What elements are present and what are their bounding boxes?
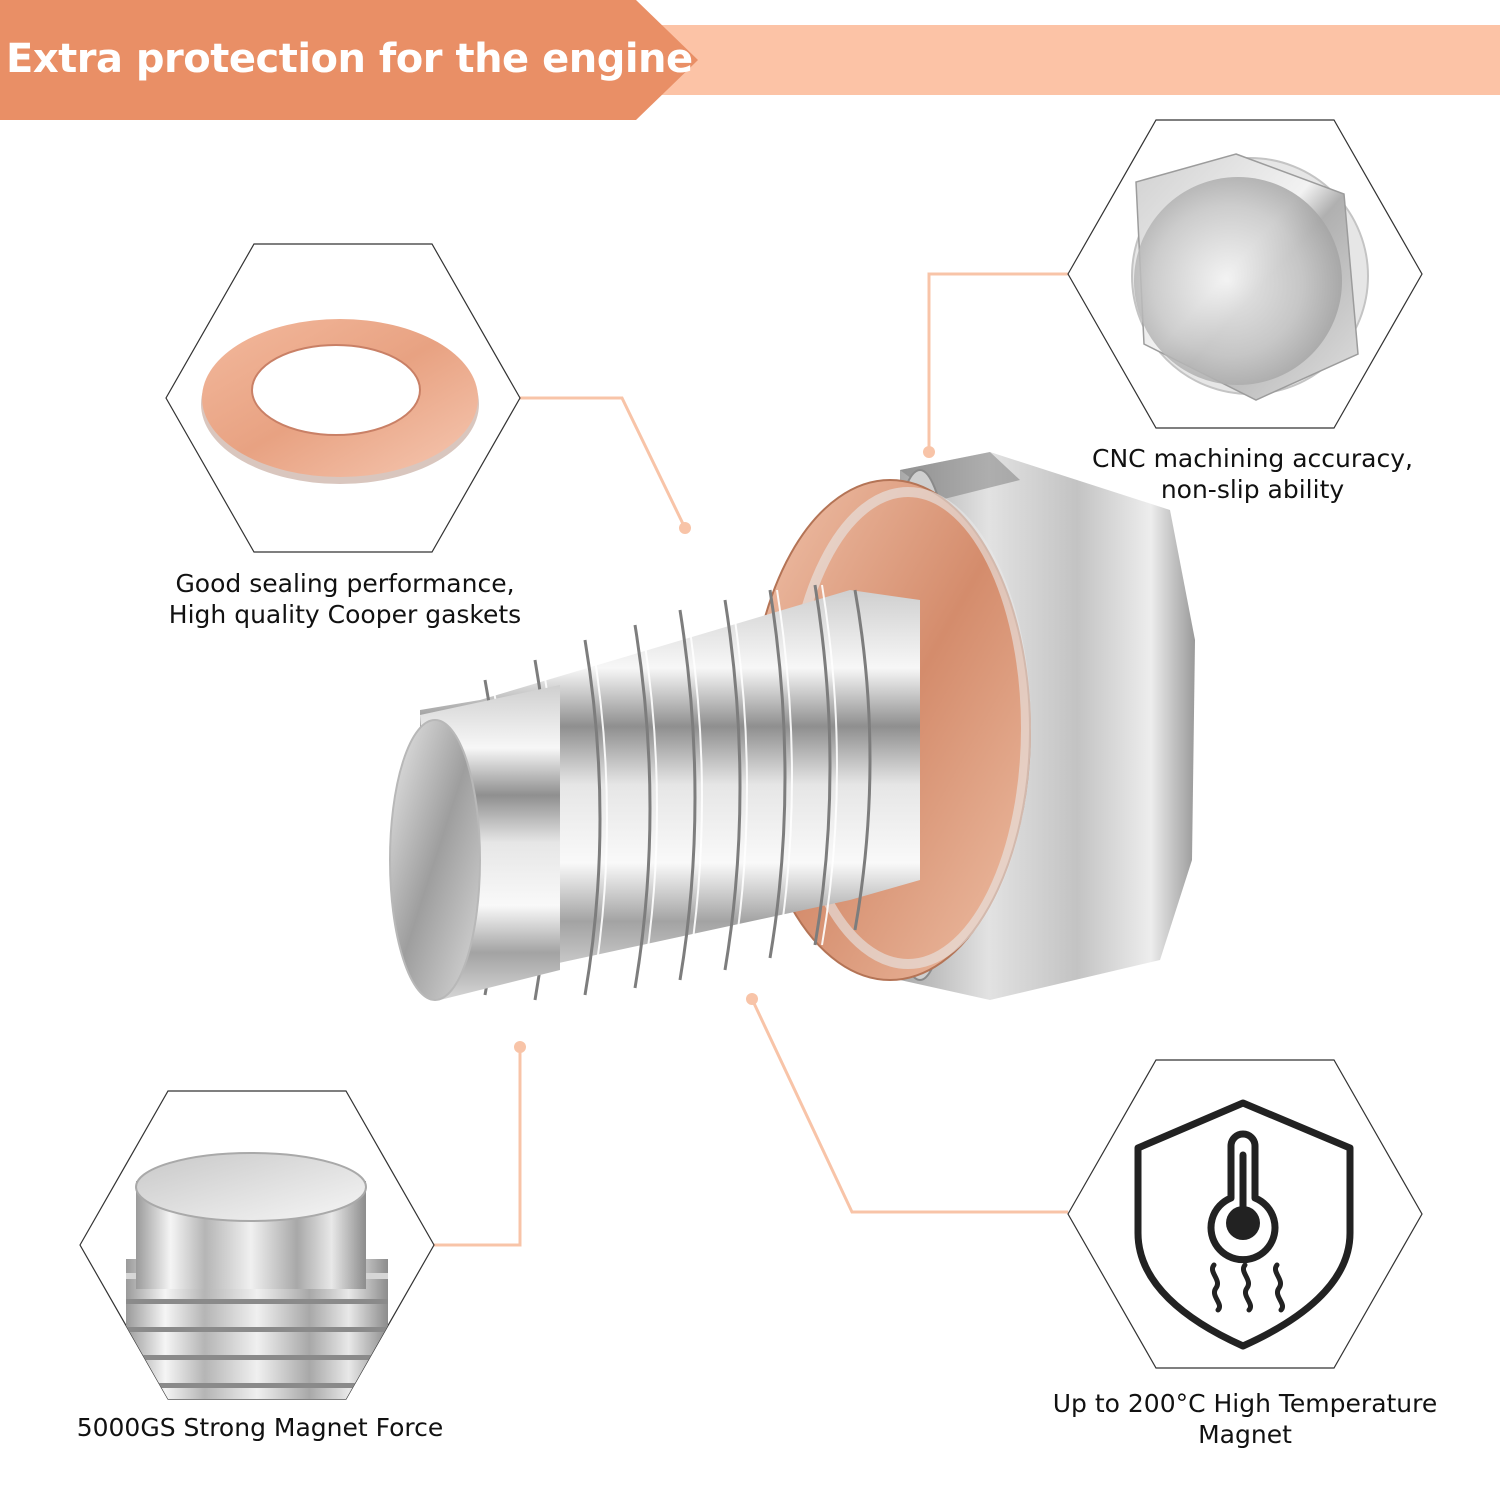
drain-plug-product-image [389, 452, 1195, 1001]
magnet-tip-icon [126, 1152, 388, 1399]
cnc-caption: CNC machining accuracy, non-slip ability [1092, 444, 1413, 504]
temperature-feature-panel [1067, 1059, 1423, 1369]
magnet-feature-panel [79, 1090, 435, 1400]
hex-head-icon [1131, 153, 1369, 401]
gasket-feature-panel [165, 243, 521, 553]
shield-thermometer-icon [1134, 1099, 1354, 1350]
gasket-caption: Good sealing performance, High quality C… [168, 569, 522, 629]
copper-gasket-icon [201, 319, 479, 484]
header-banner-stripe [640, 25, 1500, 95]
temperature-caption: Up to 200°C High Temperature Magnet [1052, 1389, 1438, 1449]
magnet-caption: 5000GS Strong Magnet Force [76, 1413, 444, 1442]
magnet-tip [389, 685, 560, 1001]
cnc-feature-panel [1067, 119, 1423, 429]
page-title: Extra protection for the engine [6, 36, 693, 82]
header-banner-arrow [0, 0, 698, 120]
